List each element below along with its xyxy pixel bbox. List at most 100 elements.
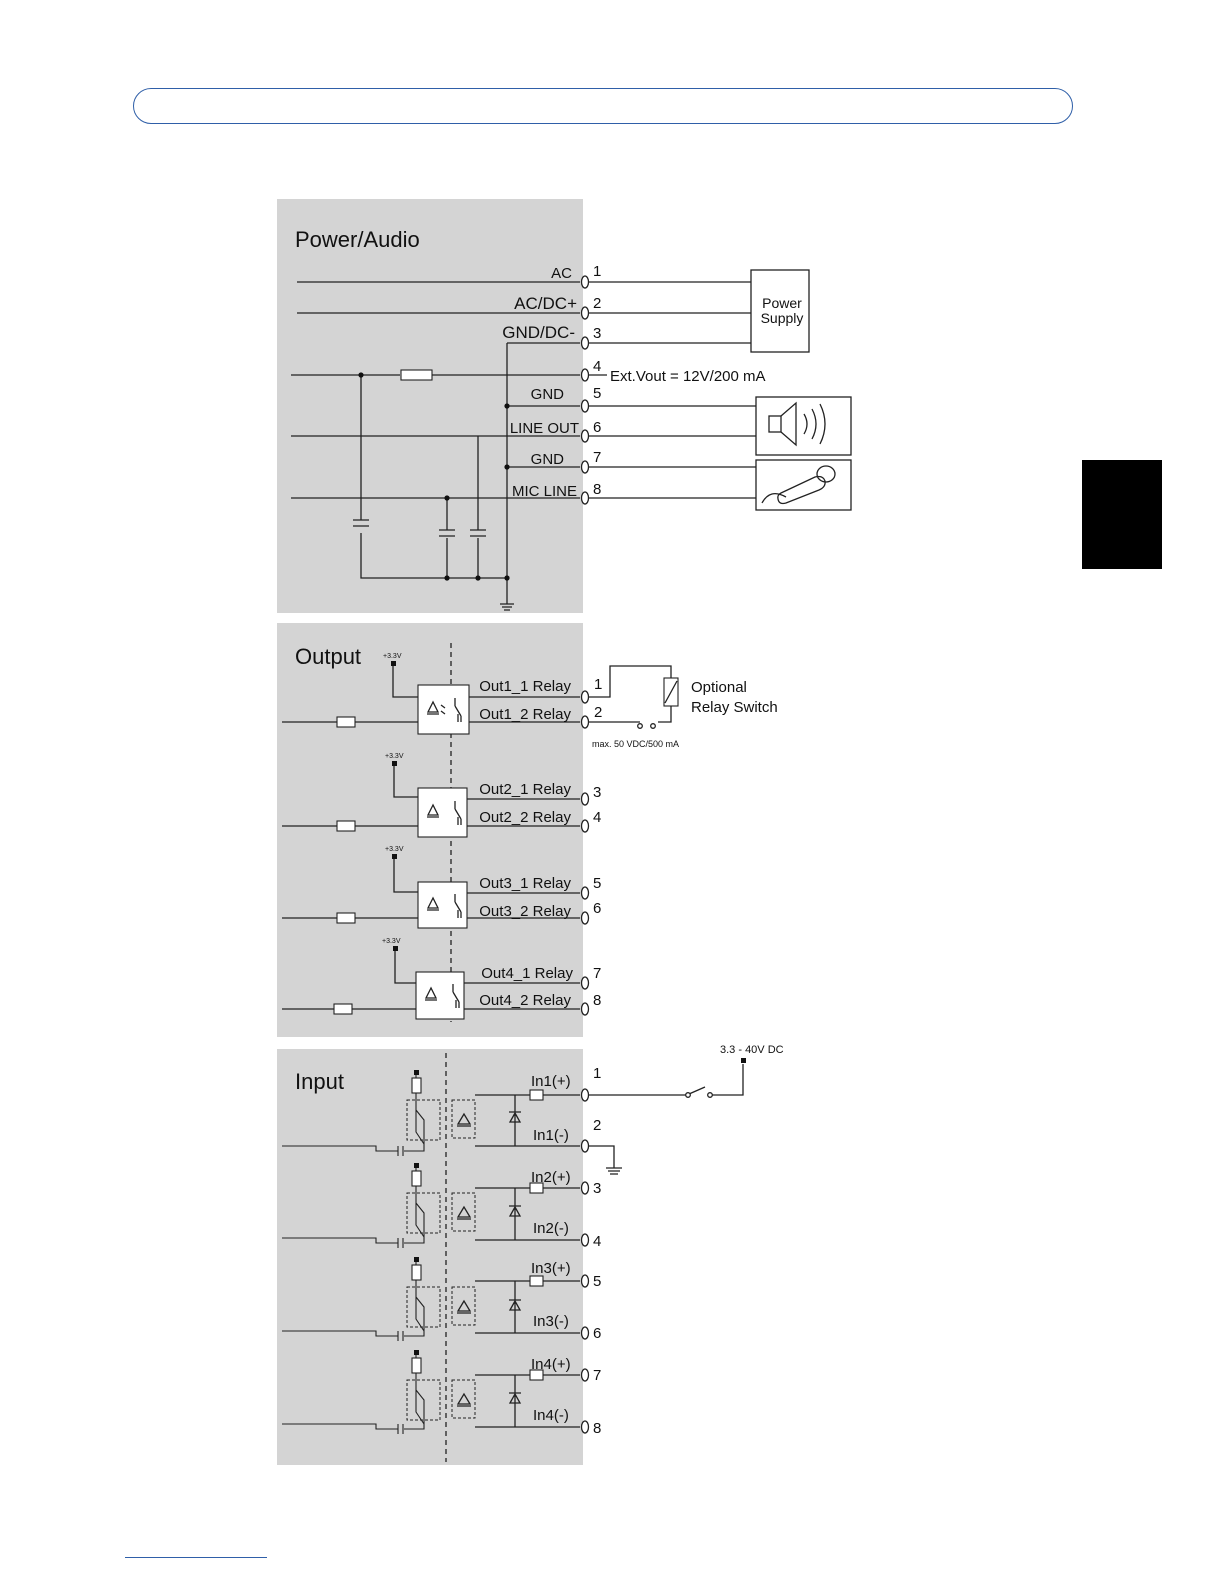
pin-number: 5: [593, 875, 601, 892]
chapter-side-tab: [1082, 460, 1162, 569]
speaker-icon: [768, 401, 826, 447]
terminal: [580, 460, 590, 474]
terminal: [580, 1420, 590, 1434]
pin-number: 3: [593, 325, 601, 342]
terminal: [580, 399, 590, 413]
speaker-box: [755, 396, 852, 456]
input-switch: [685, 1092, 691, 1098]
pin-number: 1: [594, 676, 602, 693]
pin-label: GND/DC-: [502, 323, 575, 342]
terminal: [580, 1368, 590, 1382]
microphone-icon: [761, 465, 836, 505]
terminal: [580, 275, 590, 289]
pin-label: Out3_1 Relay: [479, 875, 571, 892]
power-supply-label: Supply: [761, 310, 804, 326]
pin-label: In1(+): [531, 1073, 571, 1090]
pin-number: 7: [593, 1367, 601, 1384]
pin-label: Out1_1 Relay: [479, 678, 571, 695]
pin-label: MIC LINE: [512, 483, 577, 500]
max-rating-label: max. 50 VDC/500 mA: [592, 739, 679, 749]
terminal: [580, 819, 590, 833]
terminal: [580, 491, 590, 505]
terminal: [580, 429, 590, 443]
pin-label: In3(-): [533, 1313, 569, 1330]
terminal: [580, 715, 590, 729]
pin-number: 6: [593, 900, 601, 917]
pin-label: AC: [551, 265, 572, 282]
pin-label: In3(+): [531, 1260, 571, 1277]
terminal: [580, 336, 590, 350]
pin-number: 4: [593, 1233, 601, 1250]
power-audio-title: Power/Audio: [295, 227, 420, 252]
pin-number: 4: [593, 358, 601, 375]
optocoupler-relay: [417, 881, 468, 929]
supply-label: +3.3V: [385, 753, 404, 760]
optocoupler-relay: [415, 971, 465, 1020]
ext-vout-label: Ext.Vout = 12V/200 mA: [610, 368, 766, 385]
footer-rule: [125, 1557, 267, 1558]
pin-number: 8: [593, 481, 601, 498]
terminal: [580, 690, 590, 704]
pin-label: Out3_2 Relay: [479, 903, 571, 920]
pin-label: In2(+): [531, 1169, 571, 1186]
terminal: [580, 1233, 590, 1247]
output-section: Output +3.3V +3.3V +3.3V +3.3V: [277, 623, 778, 1037]
pin-label: In4(+): [531, 1356, 571, 1373]
pin-label: Out1_2 Relay: [479, 706, 571, 723]
pin-label: GND: [531, 386, 565, 403]
terminal: [580, 1181, 590, 1195]
terminal: [580, 792, 590, 806]
terminal: [580, 886, 590, 900]
pin-number: 7: [593, 965, 601, 982]
pin-number: 1: [593, 263, 601, 280]
pin-label: In2(-): [533, 1220, 569, 1237]
pin-number: 7: [593, 449, 601, 466]
power-audio-section: Power/Audio AC AC/DC+ GND/DC- GND LINE O…: [277, 199, 852, 613]
terminal: [580, 368, 590, 382]
pin-number: 2: [593, 295, 601, 312]
pin-number: 6: [593, 419, 601, 436]
terminal: [580, 976, 590, 990]
pin-number: 1: [593, 1065, 601, 1082]
terminal: [580, 1326, 590, 1340]
terminal: [580, 911, 590, 925]
power-supply-box: [750, 269, 810, 353]
resistor: [336, 912, 356, 924]
input-panel: [277, 1049, 583, 1465]
pin-label: Out2_1 Relay: [479, 781, 571, 798]
terminal: [580, 1002, 590, 1016]
input-supply-label: 3.3 - 40V DC: [720, 1044, 784, 1056]
terminal: [580, 1139, 590, 1153]
pin-label: GND: [531, 451, 565, 468]
pin-label: In1(-): [533, 1127, 569, 1144]
pin-number: 2: [594, 704, 602, 721]
pin-number: 2: [593, 1117, 601, 1134]
resistor: [400, 369, 433, 381]
supply-label: +3.3V: [382, 938, 401, 945]
pin-number: 3: [593, 784, 601, 801]
pin-number: 4: [593, 809, 601, 826]
optocoupler-relay: [417, 684, 470, 735]
power-supply-label: Power: [762, 295, 802, 311]
input-section: Input: [277, 1044, 784, 1465]
relay-switch-label: Relay Switch: [691, 699, 778, 716]
page-header-bar: [133, 88, 1073, 124]
supply-label: +3.3V: [385, 846, 404, 853]
terminal: [580, 1088, 590, 1102]
pin-number: 3: [593, 1180, 601, 1197]
pin-label: Out4_1 Relay: [481, 965, 573, 982]
pin-label: LINE OUT: [510, 420, 579, 437]
pin-label: In4(-): [533, 1407, 569, 1424]
pin-number: 8: [593, 992, 601, 1009]
terminal: [580, 306, 590, 320]
resistor: [336, 716, 356, 728]
pin-number: 8: [593, 1420, 601, 1437]
pin-number: 6: [593, 1325, 601, 1342]
relay-switch-label: Optional: [691, 679, 747, 696]
pin-label: AC/DC+: [514, 294, 577, 313]
terminal: [580, 1274, 590, 1288]
resistor: [336, 820, 356, 832]
microphone-box: [755, 459, 852, 511]
output-title: Output: [295, 644, 361, 669]
